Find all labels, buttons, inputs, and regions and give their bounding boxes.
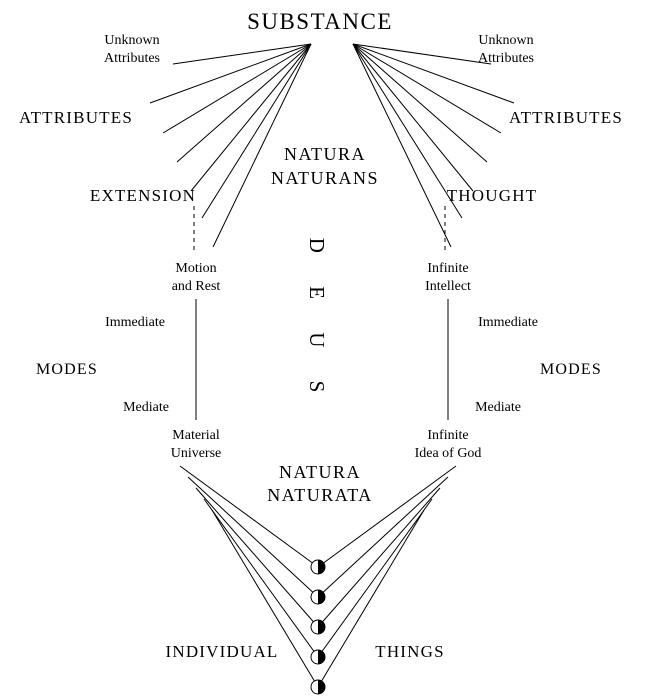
- label-mediate-right: Mediate: [475, 400, 521, 415]
- convergence-line: [317, 465, 457, 568]
- fan-line: [352, 43, 474, 192]
- label-attributes-left: ATTRIBUTES: [19, 108, 133, 127]
- label-infinite-intellect-line1: Infinite: [427, 261, 468, 276]
- half-filled-circle-icon: [310, 619, 326, 635]
- label-material-universe-line2: Universe: [171, 446, 222, 461]
- label-infinite-intellect-line2: Intellect: [425, 279, 471, 294]
- label-motion-and-rest-line1: Motion: [175, 261, 216, 276]
- label-attributes-right: ATTRIBUTES: [509, 108, 623, 127]
- right-convergence-lines: [317, 465, 457, 688]
- label-natura-naturans-line1: NATURA: [284, 144, 366, 164]
- fan-line: [352, 43, 488, 163]
- left-convergence-lines: [179, 465, 319, 688]
- convergence-line: [179, 465, 319, 568]
- convergence-line: [317, 476, 449, 598]
- fan-line: [352, 43, 463, 219]
- label-mediate-left: Mediate: [123, 400, 169, 415]
- right-fan-lines: [352, 43, 515, 248]
- label-infinite-idea-of-god-line2: Idea of God: [415, 446, 482, 461]
- convergence-line: [187, 476, 319, 598]
- left-fan-lines: [149, 43, 312, 248]
- label-unknown-attributes-left-line2: Attributes: [104, 51, 160, 66]
- label-material-universe-line1: Material: [172, 428, 220, 443]
- fan-line: [176, 43, 312, 163]
- fan-line: [201, 43, 312, 219]
- convergence-line: [195, 487, 319, 628]
- label-motion-and-rest-line2: and Rest: [172, 279, 221, 294]
- fan-line: [352, 43, 515, 104]
- label-immediate-left: Immediate: [105, 315, 165, 330]
- label-natura-naturata-line2: NATURATA: [267, 485, 373, 505]
- label-modes-right: MODES: [540, 361, 602, 378]
- label-deus: D E U S: [305, 238, 329, 407]
- fan-line: [352, 43, 492, 65]
- fan-line: [172, 43, 312, 65]
- fan-line: [352, 43, 502, 134]
- convergence-line: [317, 498, 433, 658]
- fan-line: [190, 43, 312, 192]
- label-natura-naturata-line1: NATURA: [279, 462, 361, 482]
- label-extension: EXTENSION: [90, 186, 196, 205]
- fan-line: [162, 43, 312, 134]
- label-things: THINGS: [375, 642, 445, 661]
- label-modes-left: MODES: [36, 361, 98, 378]
- half-filled-circle-icon: [310, 649, 326, 665]
- label-unknown-attributes-right-line1: Unknown: [478, 33, 533, 48]
- half-filled-circle-icon: [310, 559, 326, 575]
- label-unknown-attributes-left-line1: Unknown: [104, 33, 159, 48]
- convergence-line: [317, 487, 441, 628]
- convergence-line: [203, 498, 319, 658]
- label-infinite-idea-of-god-line1: Infinite: [427, 428, 468, 443]
- label-natura-naturans-line2: NATURANS: [271, 168, 379, 188]
- half-filled-circle-icon: [310, 589, 326, 605]
- title-substance: SUBSTANCE: [247, 9, 393, 34]
- label-immediate-right: Immediate: [478, 315, 538, 330]
- individual-things-nodes: [310, 559, 326, 695]
- convergence-line: [211, 509, 319, 688]
- fan-line: [212, 43, 312, 248]
- fan-line: [352, 43, 452, 248]
- half-filled-circle-icon: [310, 679, 326, 695]
- fan-line: [149, 43, 312, 104]
- label-individual: INDIVIDUAL: [165, 642, 278, 661]
- convergence-line: [317, 509, 425, 688]
- label-unknown-attributes-right-line2: Attributes: [478, 51, 534, 66]
- label-thought: THOUGHT: [447, 186, 538, 205]
